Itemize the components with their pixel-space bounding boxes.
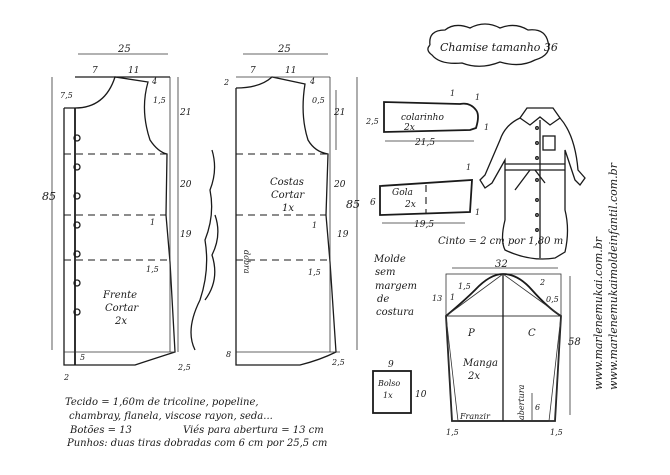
back-neck-drop: 2 (223, 78, 229, 87)
collar-stand-name: colarinho (401, 113, 444, 123)
sleeve-piece: 32 13 58 P C Manga 2x 1,5 1 2 0,5 Franzi… (432, 259, 581, 437)
collar-stand-piece: colarinho 2x 2,5 21,5 1 1 1 (365, 89, 489, 148)
front-placket: 5 (80, 353, 85, 362)
note-line: costura (376, 307, 414, 318)
sleeve-length: 58 (568, 337, 581, 348)
back-cut-label: Cortar (271, 190, 305, 201)
front-hip-length: 19 (180, 230, 192, 240)
front-waist-length: 20 (179, 180, 192, 190)
signature (190, 149, 219, 351)
sleeve-name: Manga (462, 358, 498, 369)
materials-cuffs: Punhos: duas tiras dobradas com 6 cm por… (66, 438, 327, 449)
front-width-label: 25 (117, 44, 131, 55)
front-armhole-depth: 21 (179, 108, 191, 118)
collar-stand-height: 2,5 (365, 117, 379, 126)
back-waist-in: 1 (312, 221, 317, 230)
collar-height: 6 (370, 198, 376, 208)
pocket-qty: 1x (383, 391, 393, 400)
sleeve-opening-length: 6 (535, 403, 540, 412)
materials-fabric: Tecido = 1,60m de tricoline, popeline, (65, 397, 259, 408)
back-shoulder-drop: 4 (309, 77, 315, 86)
belt-note: Cinto = 2 cm por 1,80 m (438, 236, 563, 247)
title: Chamise tamanho 36 (440, 41, 558, 54)
sleeve-width: 32 (495, 259, 508, 270)
sleeve-back-mark: C (528, 328, 536, 339)
watermark: www.marlenemukai.com.br www.marlenemukai… (592, 162, 620, 390)
pocket-height: 10 (415, 390, 427, 400)
collar-width: 19,5 (414, 220, 434, 230)
collar-tip1: 1 (466, 163, 471, 172)
collar-name: Gola (392, 188, 413, 198)
back-hip-length: 19 (337, 230, 349, 240)
front-piece-name: Frente (102, 290, 137, 301)
sleeve-hem-left: 1,5 (446, 428, 459, 437)
back-shoulder-width: 11 (285, 66, 296, 76)
front-neck-drop: 7,5 (60, 91, 73, 100)
sleeve-cap-b: 1 (450, 293, 455, 302)
back-hem-side: 2,5 (331, 358, 345, 367)
front-armhole: 1,5 (153, 96, 166, 105)
note-line: margem (375, 281, 417, 292)
sleeve-opening-label: abertura (517, 384, 526, 420)
note-line: Molde (373, 254, 406, 265)
back-hip-out: 1,5 (308, 268, 321, 277)
materials-buttons: Botões = 13 (69, 425, 132, 436)
seam-allowance-note: Molde sem margem de costura (373, 254, 417, 318)
front-neck-width: 7 (92, 66, 98, 76)
collar-stand-width: 21,5 (414, 138, 435, 148)
collar-stand-qty: 2x (403, 123, 415, 133)
pocket-name: Bolso (377, 379, 400, 388)
front-placket-bottom: 2 (63, 373, 69, 382)
sleeve-cap-c: 2 (539, 278, 545, 287)
back-armhole: 0,5 (312, 96, 325, 105)
collar-piece: Gola 2x 6 19,5 1 1 (370, 163, 480, 230)
collar-stand-tip2: 1 (475, 93, 480, 102)
sleeve-qty: 2x (467, 371, 480, 382)
back-fold-label: dobra (242, 250, 251, 274)
collar-stand-tip1: 1 (450, 89, 455, 98)
back-pattern-piece: 25 7 11 2 4 0,5 21 20 19 85 1 1,5 2,5 8 … (223, 44, 360, 367)
collar-qty: 2x (404, 200, 416, 210)
front-waist-in: 1 (150, 218, 155, 227)
front-pattern-piece: 25 7 11 7,5 4 1,5 85 21 20 19 1 1,5 2,5 … (42, 44, 192, 382)
front-hem-side: 2,5 (177, 363, 191, 372)
sleeve-cap-a: 1,5 (458, 282, 471, 291)
back-width-label: 25 (277, 44, 291, 55)
materials-bias: Viés para abertura = 13 cm (183, 425, 324, 436)
note-line: de (377, 294, 389, 305)
sleeve-cap-height: 13 (432, 294, 442, 303)
front-shoulder-width: 11 (128, 66, 139, 76)
collar-tip2: 1 (475, 208, 480, 217)
front-shoulder-drop: 4 (151, 77, 157, 86)
watermark-url: www.marlenemukaimoldeinfantil.com.br (607, 162, 620, 390)
shirt-dress-illustration (479, 107, 586, 260)
note-line: sem (375, 267, 396, 278)
back-armhole-depth: 21 (333, 108, 345, 118)
back-waist-length: 20 (333, 180, 346, 190)
front-hip-out: 1,5 (146, 265, 159, 274)
materials-fabric-cont: chambray, flanela, viscose rayon, seda..… (69, 411, 273, 422)
sleeve-gather-label: Franzir (459, 412, 491, 421)
button-markers (73, 134, 81, 316)
sleeve-front-mark: P (467, 328, 475, 339)
pocket-piece: Bolso 1x 9 10 (372, 360, 427, 414)
back-cut-qty: 1x (282, 203, 294, 214)
watermark-url: www.marlenemukai.com.br (592, 236, 605, 390)
back-neck-width: 7 (250, 66, 256, 76)
title-cloud: Chamise tamanho 36 (427, 23, 558, 67)
materials-list: Tecido = 1,60m de tricoline, popeline, c… (65, 397, 327, 449)
front-length: 85 (42, 190, 56, 203)
front-cut-qty: 2x (114, 316, 127, 327)
sleeve-hem-right: 1,5 (550, 428, 563, 437)
front-cut-label: Cortar (105, 303, 139, 314)
pocket-width: 9 (388, 360, 394, 370)
collar-stand-tip3: 1 (484, 123, 489, 132)
back-length: 85 (346, 198, 360, 211)
sleeve-cap-d: 0,5 (546, 295, 559, 304)
back-piece-name: Costas (270, 177, 304, 188)
back-hem-drop: 8 (226, 350, 231, 359)
